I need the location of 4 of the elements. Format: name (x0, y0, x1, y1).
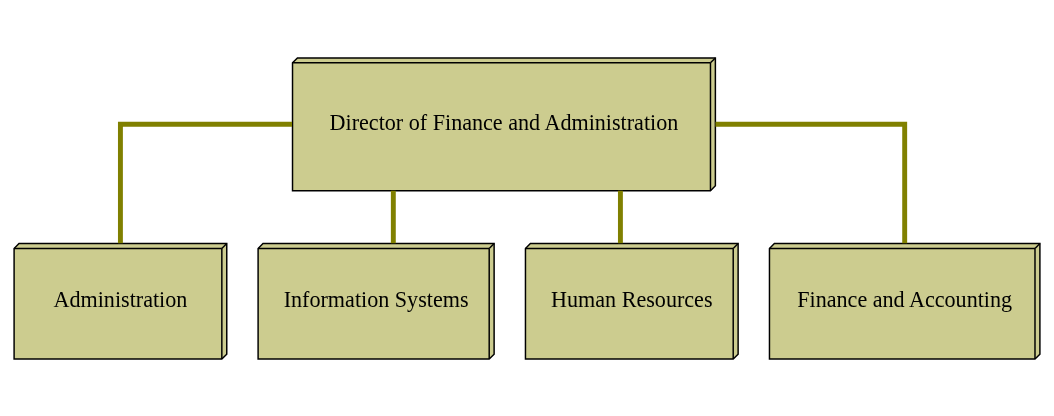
connector (390, 190, 396, 243)
connector (715, 121, 908, 243)
connector (617, 190, 623, 243)
connector (117, 121, 292, 243)
